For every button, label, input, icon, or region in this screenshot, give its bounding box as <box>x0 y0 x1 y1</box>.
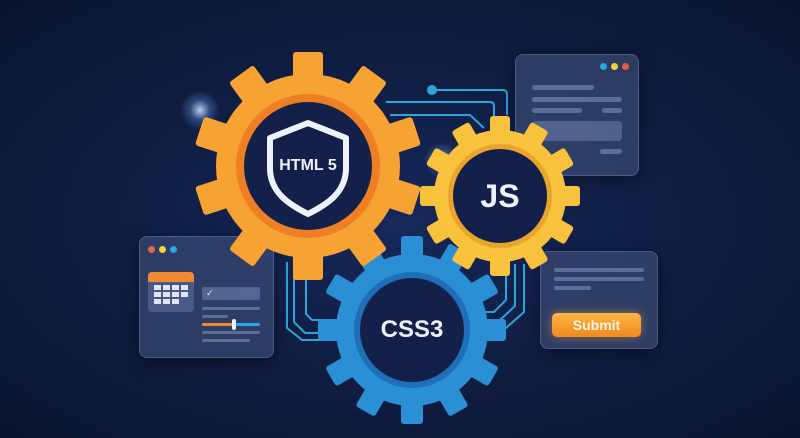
gear-js <box>420 116 580 276</box>
slider <box>202 319 260 330</box>
window-dot-blue <box>170 246 177 253</box>
window-dot-yellow <box>611 63 618 70</box>
gear-html <box>194 52 422 280</box>
shield-icon <box>267 120 349 217</box>
window-dot-red <box>148 246 155 253</box>
calendar-icon <box>148 272 194 312</box>
submit-button[interactable]: Submit <box>552 313 641 337</box>
window-dot-yellow <box>159 246 166 253</box>
gear-label-html: HTML 5 <box>279 157 337 174</box>
window-dot-red <box>622 63 629 70</box>
slider-handle <box>232 319 236 330</box>
checkbox-field: ✓ <box>202 287 260 300</box>
gear-label-js: JS <box>480 177 520 214</box>
gear-label-css: CSS3 <box>380 316 444 343</box>
window-dot-blue <box>600 63 607 70</box>
gear-css <box>318 236 506 424</box>
